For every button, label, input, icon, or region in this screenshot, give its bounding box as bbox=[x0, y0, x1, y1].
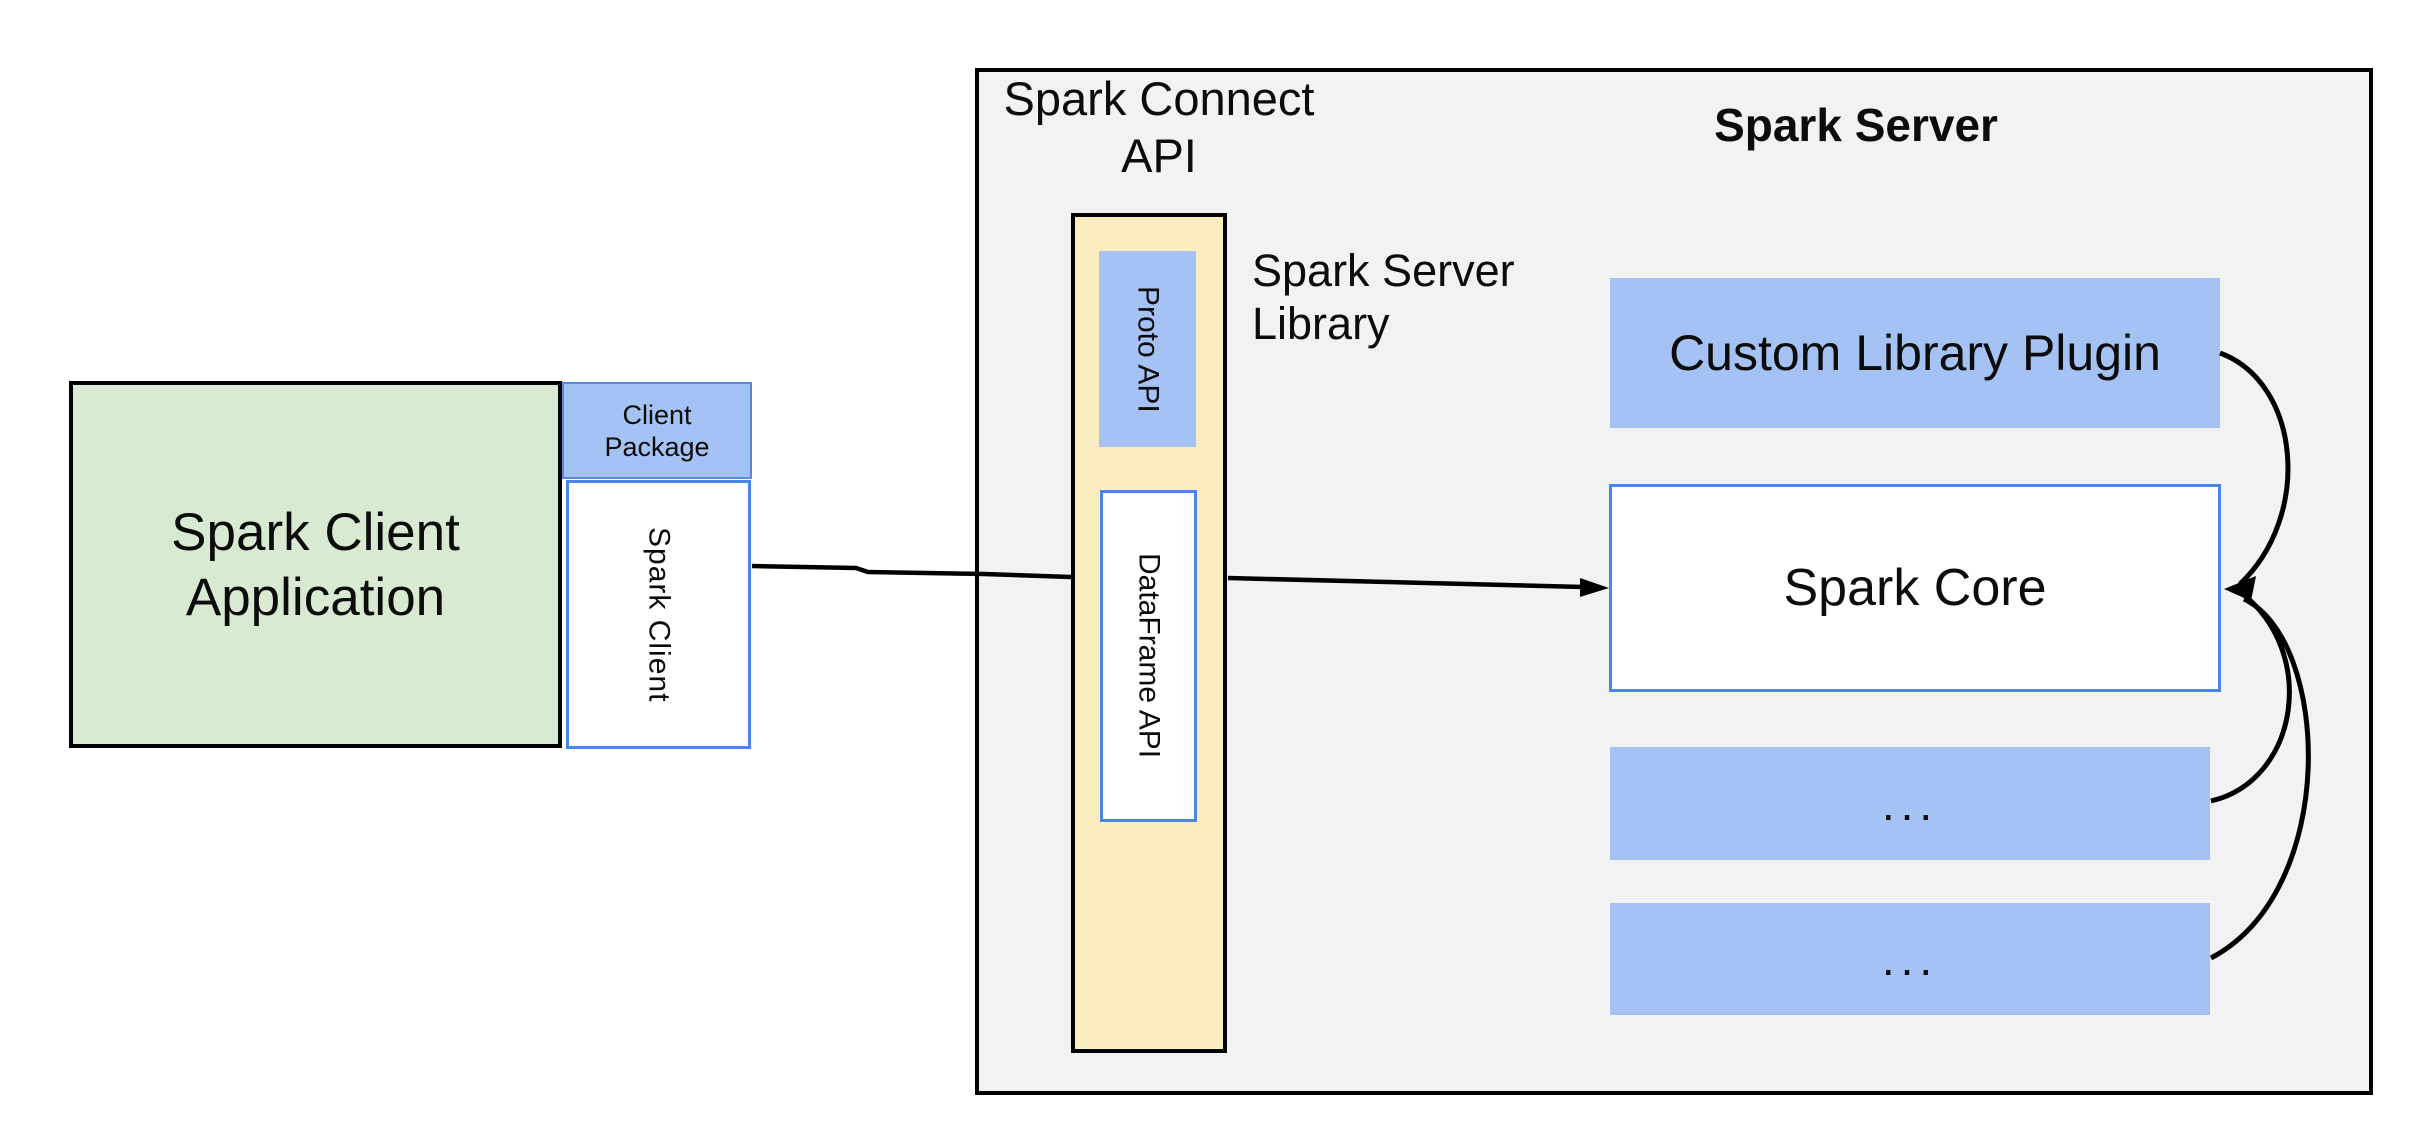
spark-core-box: Spark Core bbox=[1609, 484, 2221, 692]
plugin-slot-2: ... bbox=[1610, 903, 2210, 1015]
proto-api-box: Proto API bbox=[1099, 251, 1196, 447]
spark-server-title: Spark Server bbox=[1714, 99, 1998, 151]
spark-client-label: Spark Client bbox=[642, 526, 676, 703]
spark-core-label: Spark Core bbox=[1783, 559, 2047, 617]
client-package-box: Client Package bbox=[562, 382, 752, 479]
custom-library-plugin-label: Custom Library Plugin bbox=[1669, 325, 2161, 381]
spark-connect-api-label: Spark Connect API bbox=[1003, 72, 1315, 182]
spark-client-application-box: Spark Client Application bbox=[69, 381, 562, 748]
client-package-label: Client Package bbox=[604, 399, 710, 462]
dataframe-api-label: DataFrame API bbox=[1132, 553, 1166, 759]
dataframe-api-box: DataFrame API bbox=[1100, 490, 1197, 822]
spark-client-application-label: Spark Client Application bbox=[171, 502, 460, 627]
custom-library-plugin-box: Custom Library Plugin bbox=[1610, 278, 2220, 428]
spark-server-library-label: Spark Server Library bbox=[1252, 245, 1515, 349]
proto-api-label: Proto API bbox=[1131, 285, 1165, 413]
plugin-slot-1-label: ... bbox=[1881, 777, 1939, 830]
spark-client-box: Spark Client bbox=[566, 480, 751, 749]
plugin-slot-1: ... bbox=[1610, 747, 2210, 860]
plugin-slot-2-label: ... bbox=[1881, 933, 1939, 985]
